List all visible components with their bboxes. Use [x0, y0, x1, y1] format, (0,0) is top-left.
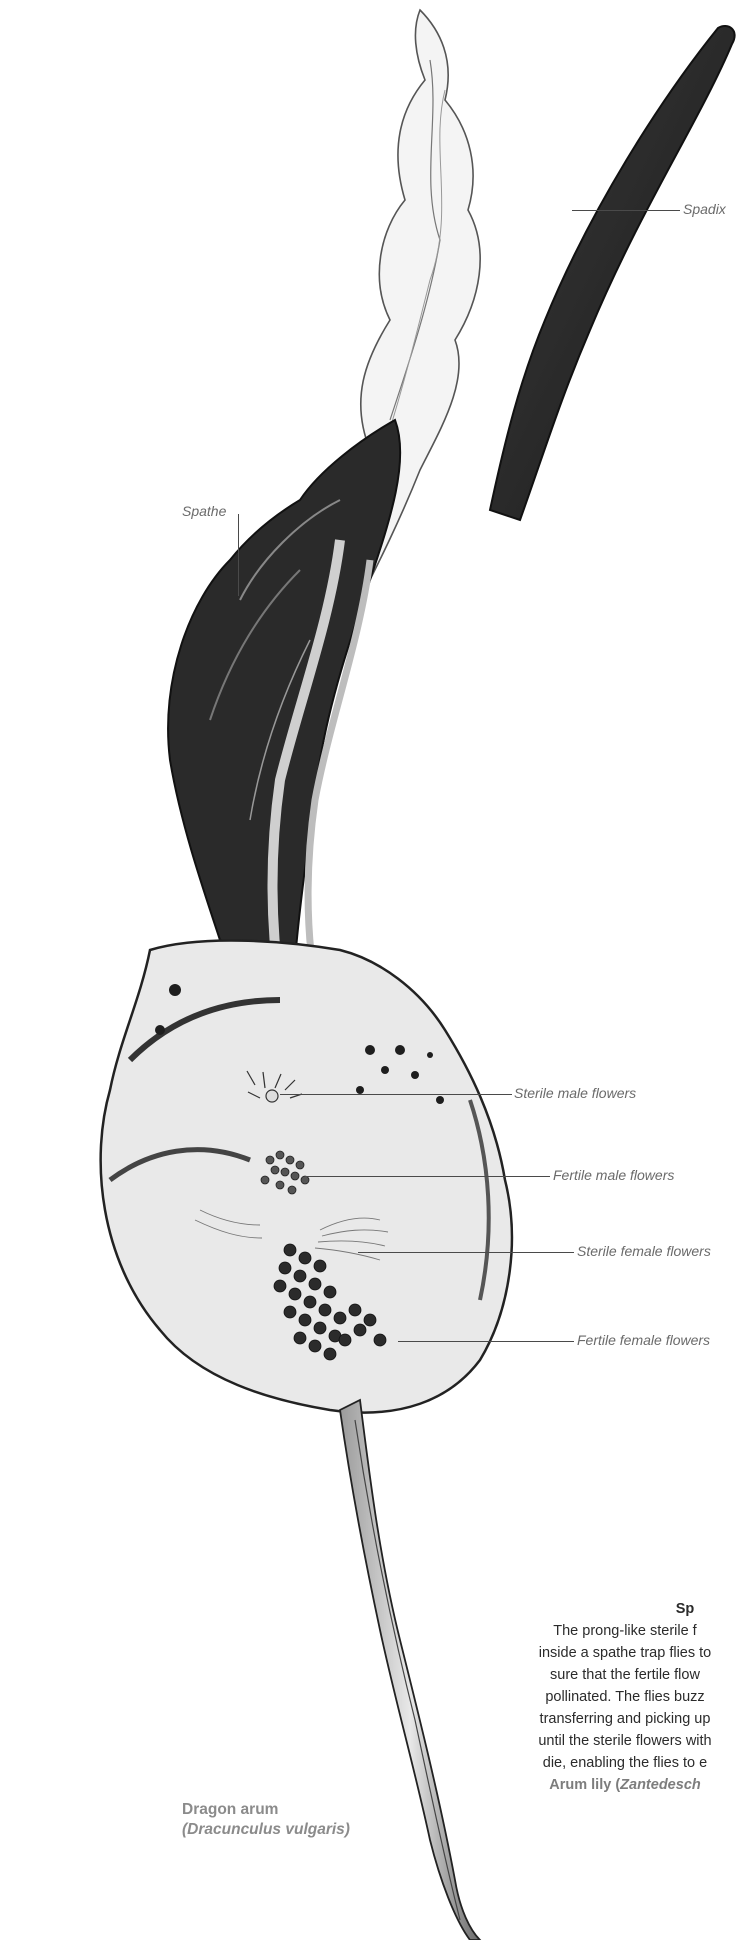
spathe-label: Spathe: [182, 503, 226, 519]
sidebar-line: inside a spathe trap flies to: [490, 1642, 755, 1664]
sidebar-ref-latin: Zantedesch: [620, 1777, 701, 1793]
sterile-male-leader-line: [280, 1094, 512, 1095]
fertile-male-leader-line: [305, 1176, 550, 1177]
spathe-leader-line: [238, 514, 239, 596]
latin-name: (Dracunculus vulgaris): [182, 1820, 350, 1840]
spathe-dark-blade: [168, 420, 400, 960]
fertile-female-leader-line: [398, 1341, 574, 1342]
spadix-shape: [490, 26, 735, 520]
sidebar-line: die, enabling the flies to e: [490, 1752, 755, 1774]
stem-shape: [340, 1400, 480, 1940]
species-caption: Dragon arum (Dracunculus vulgaris): [182, 1800, 350, 1840]
sidebar-line: until the sterile flowers with: [490, 1730, 755, 1752]
spadix-label: Spadix: [683, 201, 726, 217]
sterile-female-leader-line: [358, 1252, 574, 1253]
sidebar-line: pollinated. The flies buzz: [490, 1686, 755, 1708]
sidebar-line: sure that the fertile flow: [490, 1664, 755, 1686]
common-name: Dragon arum: [182, 1800, 350, 1820]
fertile-female-flowers-label: Fertile female flowers: [577, 1332, 710, 1348]
sidebar-ref-common: Arum lily (: [549, 1777, 620, 1793]
sterile-male-flowers-label: Sterile male flowers: [514, 1085, 636, 1101]
sidebar-line: transferring and picking up: [490, 1708, 755, 1730]
sidebar-title: Sp: [490, 1598, 755, 1620]
fertile-male-flowers-label: Fertile male flowers: [553, 1167, 674, 1183]
sidebar-line: The prong-like sterile f: [490, 1620, 755, 1642]
sidebar-text-block: Sp The prong-like sterile f inside a spa…: [490, 1598, 755, 1796]
spadix-leader-line: [572, 210, 680, 211]
sidebar-reference: Arum lily (Zantedesch: [490, 1774, 755, 1796]
sterile-female-flowers-label: Sterile female flowers: [577, 1243, 711, 1259]
